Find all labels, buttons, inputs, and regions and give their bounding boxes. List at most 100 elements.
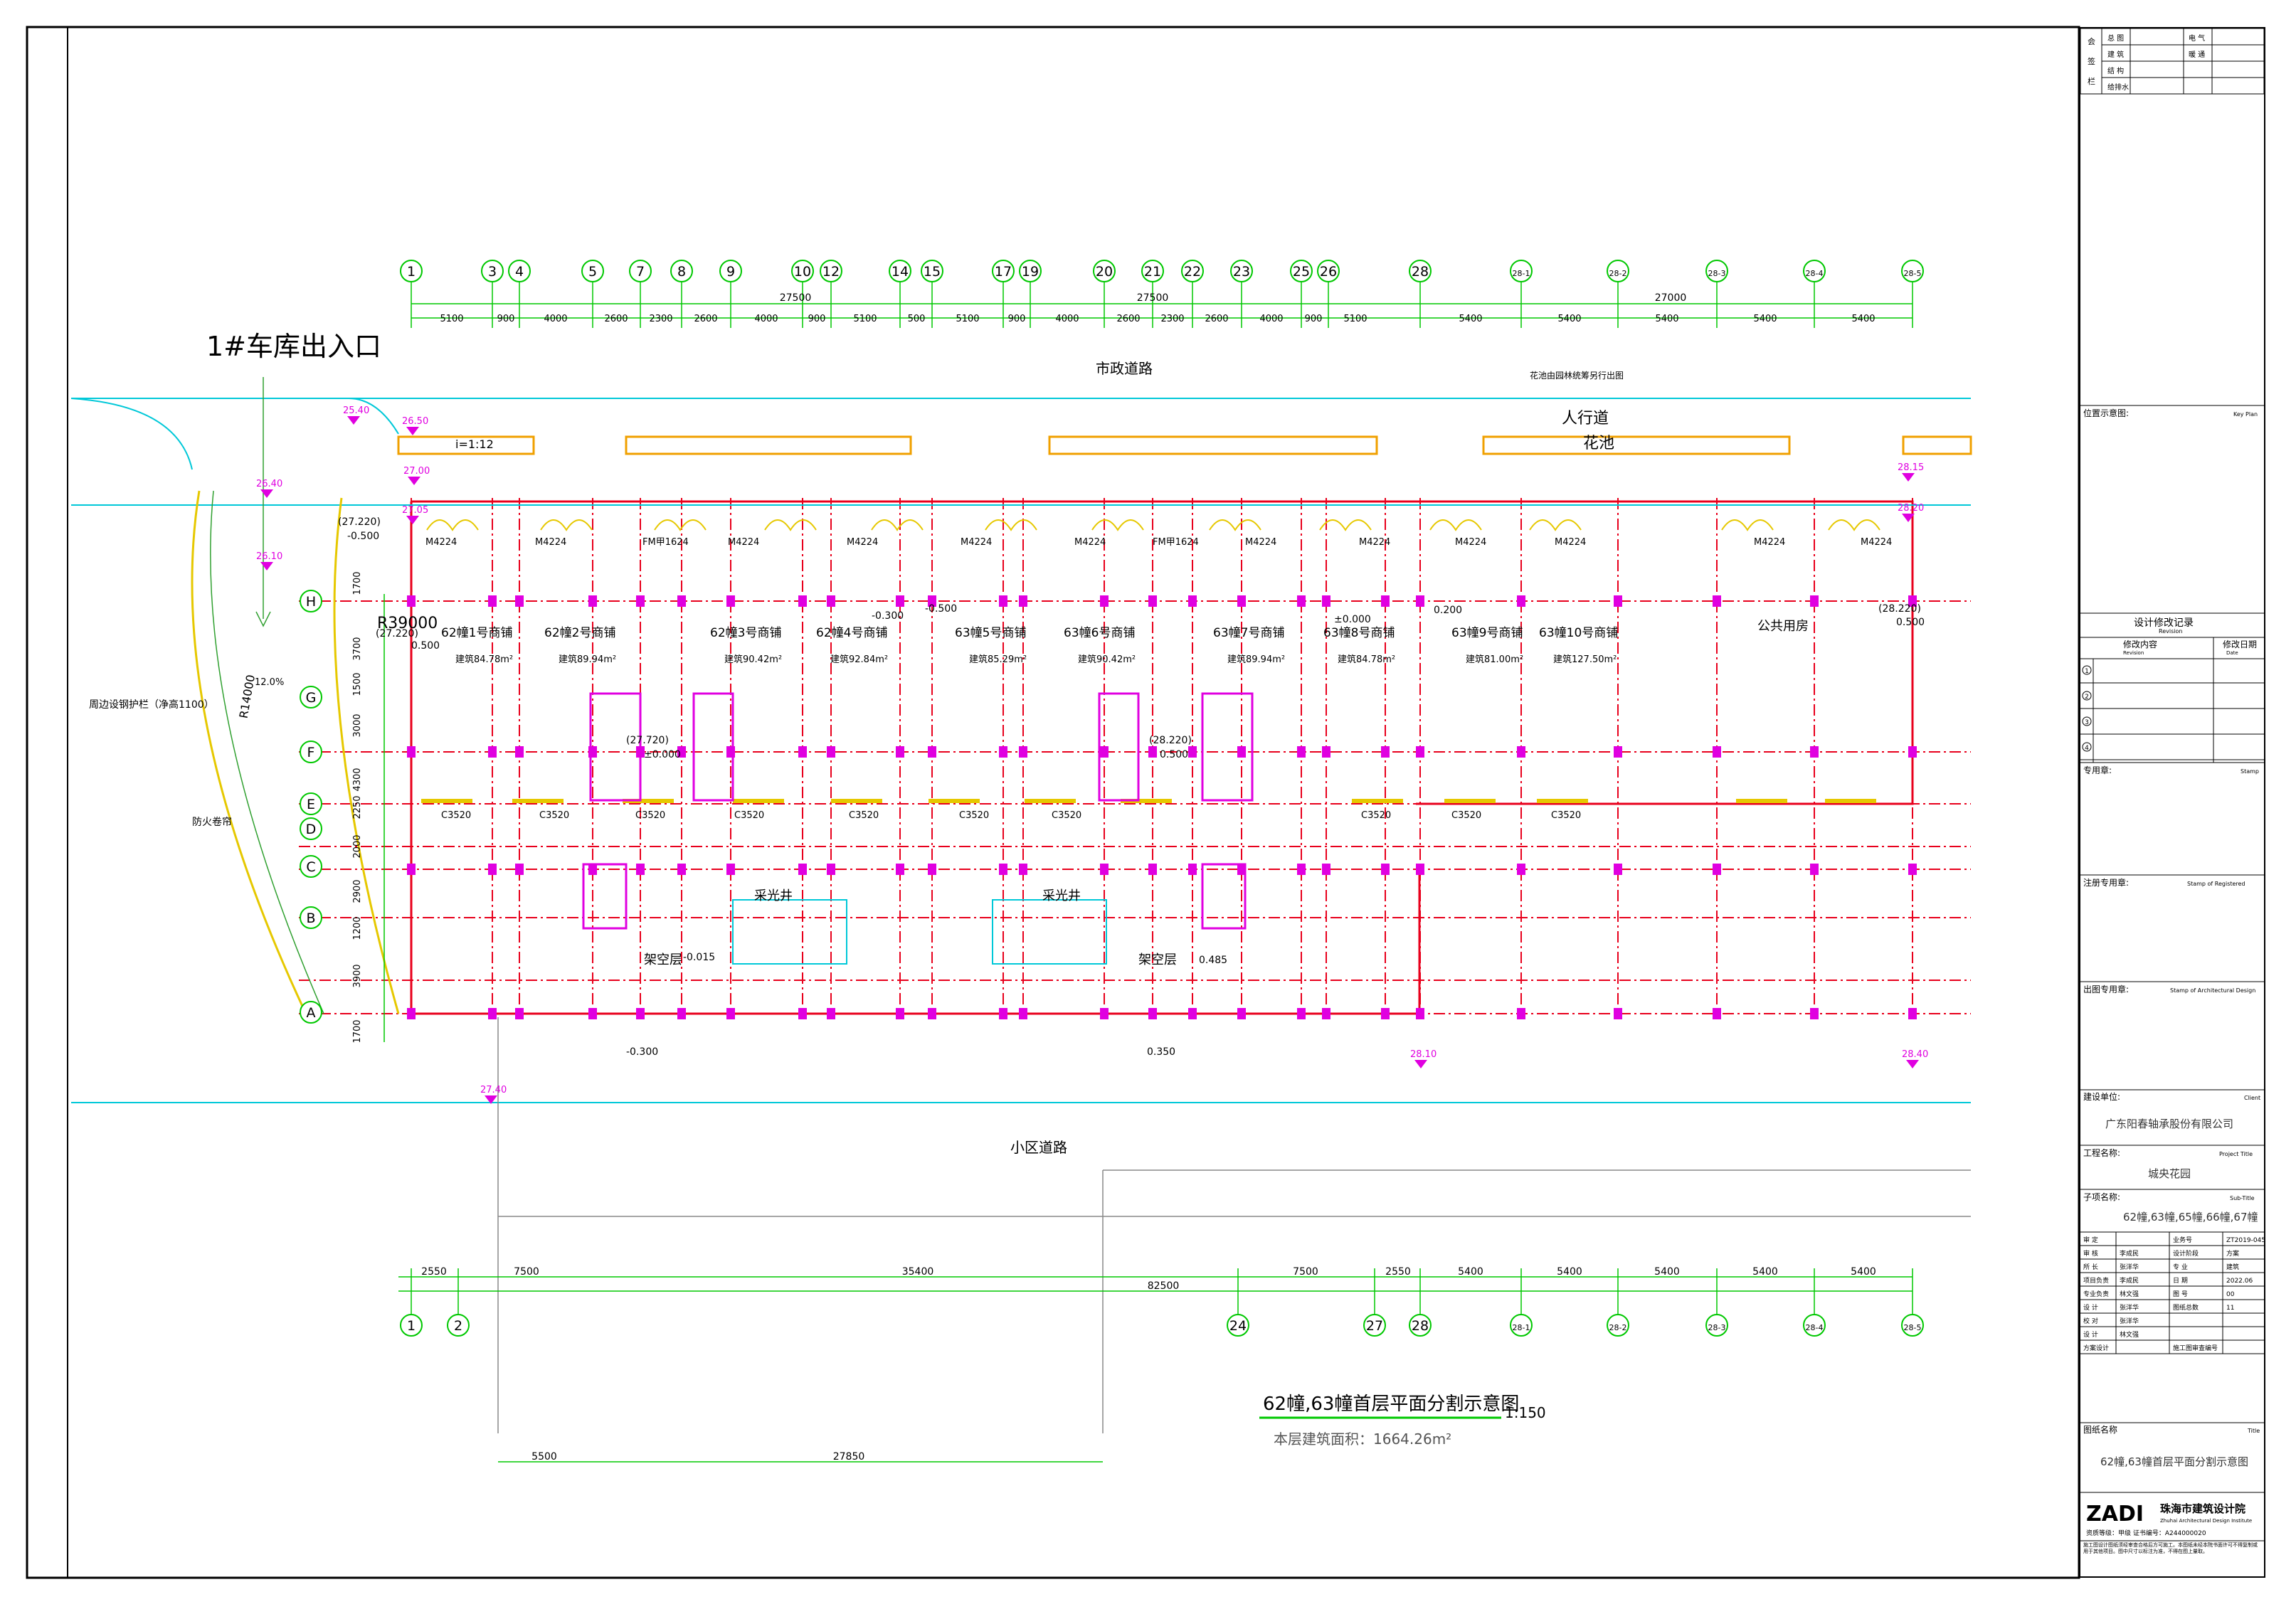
design-seal-label-en: Stamp of Architectural Design (2170, 987, 2255, 994)
elevation-mark-7-label: 28.20 (1898, 503, 1924, 514)
dim-top-total-1: 27500 (1137, 292, 1169, 304)
dim-side-6: 2000 (352, 834, 363, 858)
dim-top-18: 5100 (1343, 314, 1367, 324)
dim-top-12: 4000 (1055, 314, 1079, 324)
dim-top-9: 500 (908, 314, 926, 324)
dim-top-5: 2600 (694, 314, 717, 324)
shop-area-4: 建筑92.84m² (830, 654, 888, 665)
axis-side-C-label: C (306, 859, 315, 875)
planter-note: 花池由园林统筹另行出图 (1530, 370, 1624, 381)
axis-top-9: 9 (719, 260, 742, 328)
axis-top-28-4-label: 28-4 (1806, 269, 1824, 278)
dim-top-0: 5100 (440, 314, 463, 324)
axis-top-1-label: 1 (407, 264, 416, 280)
elevation-mark-5-label: 26.10 (256, 551, 282, 562)
axis-side-B-label: B (306, 911, 315, 926)
seal-label-en: Stamp (2241, 768, 2259, 775)
title-block-canvas: 会 签 栏 总 图电 气建 筑暖 通结 构给排水 位置示意图: Key Plan… (2080, 28, 2265, 1554)
sidewalk-label: 人行道 (1562, 410, 1609, 428)
door-tag-6: M4224 (1074, 537, 1106, 548)
dim-top-7: 900 (808, 314, 826, 324)
staff-row-5-col-1: 张洋华 (2120, 1303, 2139, 1312)
axis-top-28-2: 28-2 (1607, 260, 1629, 328)
axis-top-7: 7 (629, 260, 652, 328)
shop-area-9: 建筑81.00m² (1466, 654, 1523, 665)
key-plan-label-en: Key Plan (2233, 411, 2258, 418)
open-floor-label-1: 架空层 (644, 952, 682, 967)
door-tag-8: M4224 (1245, 537, 1276, 548)
client-label-en: Client (2244, 1095, 2260, 1101)
axis-top-10-label: 10 (794, 264, 811, 280)
elevation-mark-6-label: 28.15 (1898, 462, 1924, 473)
shop-name-6: 63幢6号商铺 (1064, 626, 1135, 640)
shop-name-7: 63幢7号商铺 (1213, 626, 1284, 640)
level-mark-15: 0.485 (1199, 955, 1227, 966)
shop-name-10: 63幢10号商铺 (1539, 626, 1618, 640)
dim-bottom-7: 5400 (1654, 1266, 1680, 1278)
door-tag-1: M4224 (535, 537, 566, 548)
staff-row-6-col-0: 校 对 (2083, 1317, 2098, 1325)
axis-bottom-28: 28 (1409, 1268, 1432, 1337)
door-tag-10: M4224 (1455, 537, 1486, 548)
dim-top-21: 5400 (1655, 314, 1678, 324)
axis-bottom-28-5-label: 28-5 (1904, 1323, 1922, 1332)
axis-bottom-28-1: 28-1 (1510, 1268, 1533, 1337)
radius-label: R39000 (377, 615, 438, 632)
notes: 施工图设计图纸须经审查合格后方可施工。本图纸未经本院书面许可不得复制或用于其他项… (2083, 1542, 2258, 1554)
shop-name-5: 63幢5号商铺 (955, 626, 1026, 640)
dim-bottom-5: 5400 (1458, 1266, 1483, 1278)
municipal-road-label: 市政道路 (1096, 360, 1153, 377)
axis-top-28-5: 28-5 (1901, 260, 1924, 328)
staff-row-7-col-0: 设 计 (2083, 1330, 2098, 1339)
dim-bottom-2: 35400 (902, 1266, 934, 1278)
revision-num-1: 1 (2085, 668, 2089, 675)
revision-col2: 修改日期 (2223, 639, 2257, 649)
revision-title: 设计修改记录 (2134, 617, 2194, 629)
dim-top-6: 4000 (754, 314, 778, 324)
staff-row-2-col-1: 张洋华 (2120, 1263, 2139, 1271)
dim-side-10: 1700 (352, 1019, 363, 1043)
dim-side-0: 1700 (352, 571, 363, 595)
window-tag-6: C3520 (1052, 810, 1081, 821)
axis-top-20: 20 (1093, 260, 1116, 328)
title-block: 会 签 栏 总 图电 气建 筑暖 通结 构给排水 位置示意图: Key Plan… (2079, 27, 2265, 1578)
level-mark-14: -0.015 (683, 952, 715, 963)
sign-row-1-a: 建 筑 (2107, 50, 2124, 59)
level-mark-9: 0.500 (1896, 617, 1925, 628)
axis-top-28-label: 28 (1412, 264, 1429, 280)
project-name: 城央花园 (2148, 1167, 2191, 1180)
sign-row-2-a: 结 构 (2107, 66, 2124, 75)
axis-top-1: 1 (400, 260, 423, 328)
axis-side-G: G (300, 686, 322, 708)
dim-top-20: 5400 (1557, 314, 1581, 324)
axis-top-15: 15 (921, 260, 943, 328)
axis-top-19: 19 (1019, 260, 1042, 328)
shop-area-1: 建筑84.78m² (455, 654, 513, 665)
dim-bottom-3: 7500 (1293, 1266, 1318, 1278)
revision-num-3: 3 (2085, 719, 2089, 726)
staff-row-8-col-0: 方案设计 (2083, 1344, 2109, 1352)
level-mark-16: -0.300 (626, 1046, 658, 1058)
elevation-mark-10: 27.40 (480, 1085, 507, 1104)
dim-side-8: 1200 (352, 916, 363, 940)
dim-bottom2-1: 27850 (833, 1451, 865, 1463)
axis-top-8-label: 8 (677, 264, 686, 280)
design-seal-label: 出图专用章: (2083, 984, 2129, 994)
dim-top-14: 2300 (1160, 314, 1184, 324)
shop-area-5: 建筑85.29m² (969, 654, 1027, 665)
drawing-title: 62幢,63幢首层平面分割示意图 (1263, 1394, 1519, 1415)
sign-row-0-b: 电 气 (2189, 33, 2205, 43)
drawing-name-label: 图纸名称 (2083, 1424, 2117, 1435)
elevation-mark-7: 28.20 (1898, 503, 1924, 522)
project-label: 工程名称: (2083, 1147, 2120, 1158)
dim-bottom-0: 2550 (421, 1266, 447, 1278)
shop-area-2: 建筑89.94m² (559, 654, 616, 665)
staff-row-6-col-1: 张洋华 (2120, 1317, 2139, 1325)
slope-label: 12.0% (255, 677, 284, 688)
static-geometry (70, 303, 1972, 1463)
staff-row-0-col-2: 业务号 (2173, 1236, 2192, 1244)
staff-row-5-col-3: 11 (2226, 1305, 2234, 1312)
dim-top-2: 4000 (544, 314, 567, 324)
